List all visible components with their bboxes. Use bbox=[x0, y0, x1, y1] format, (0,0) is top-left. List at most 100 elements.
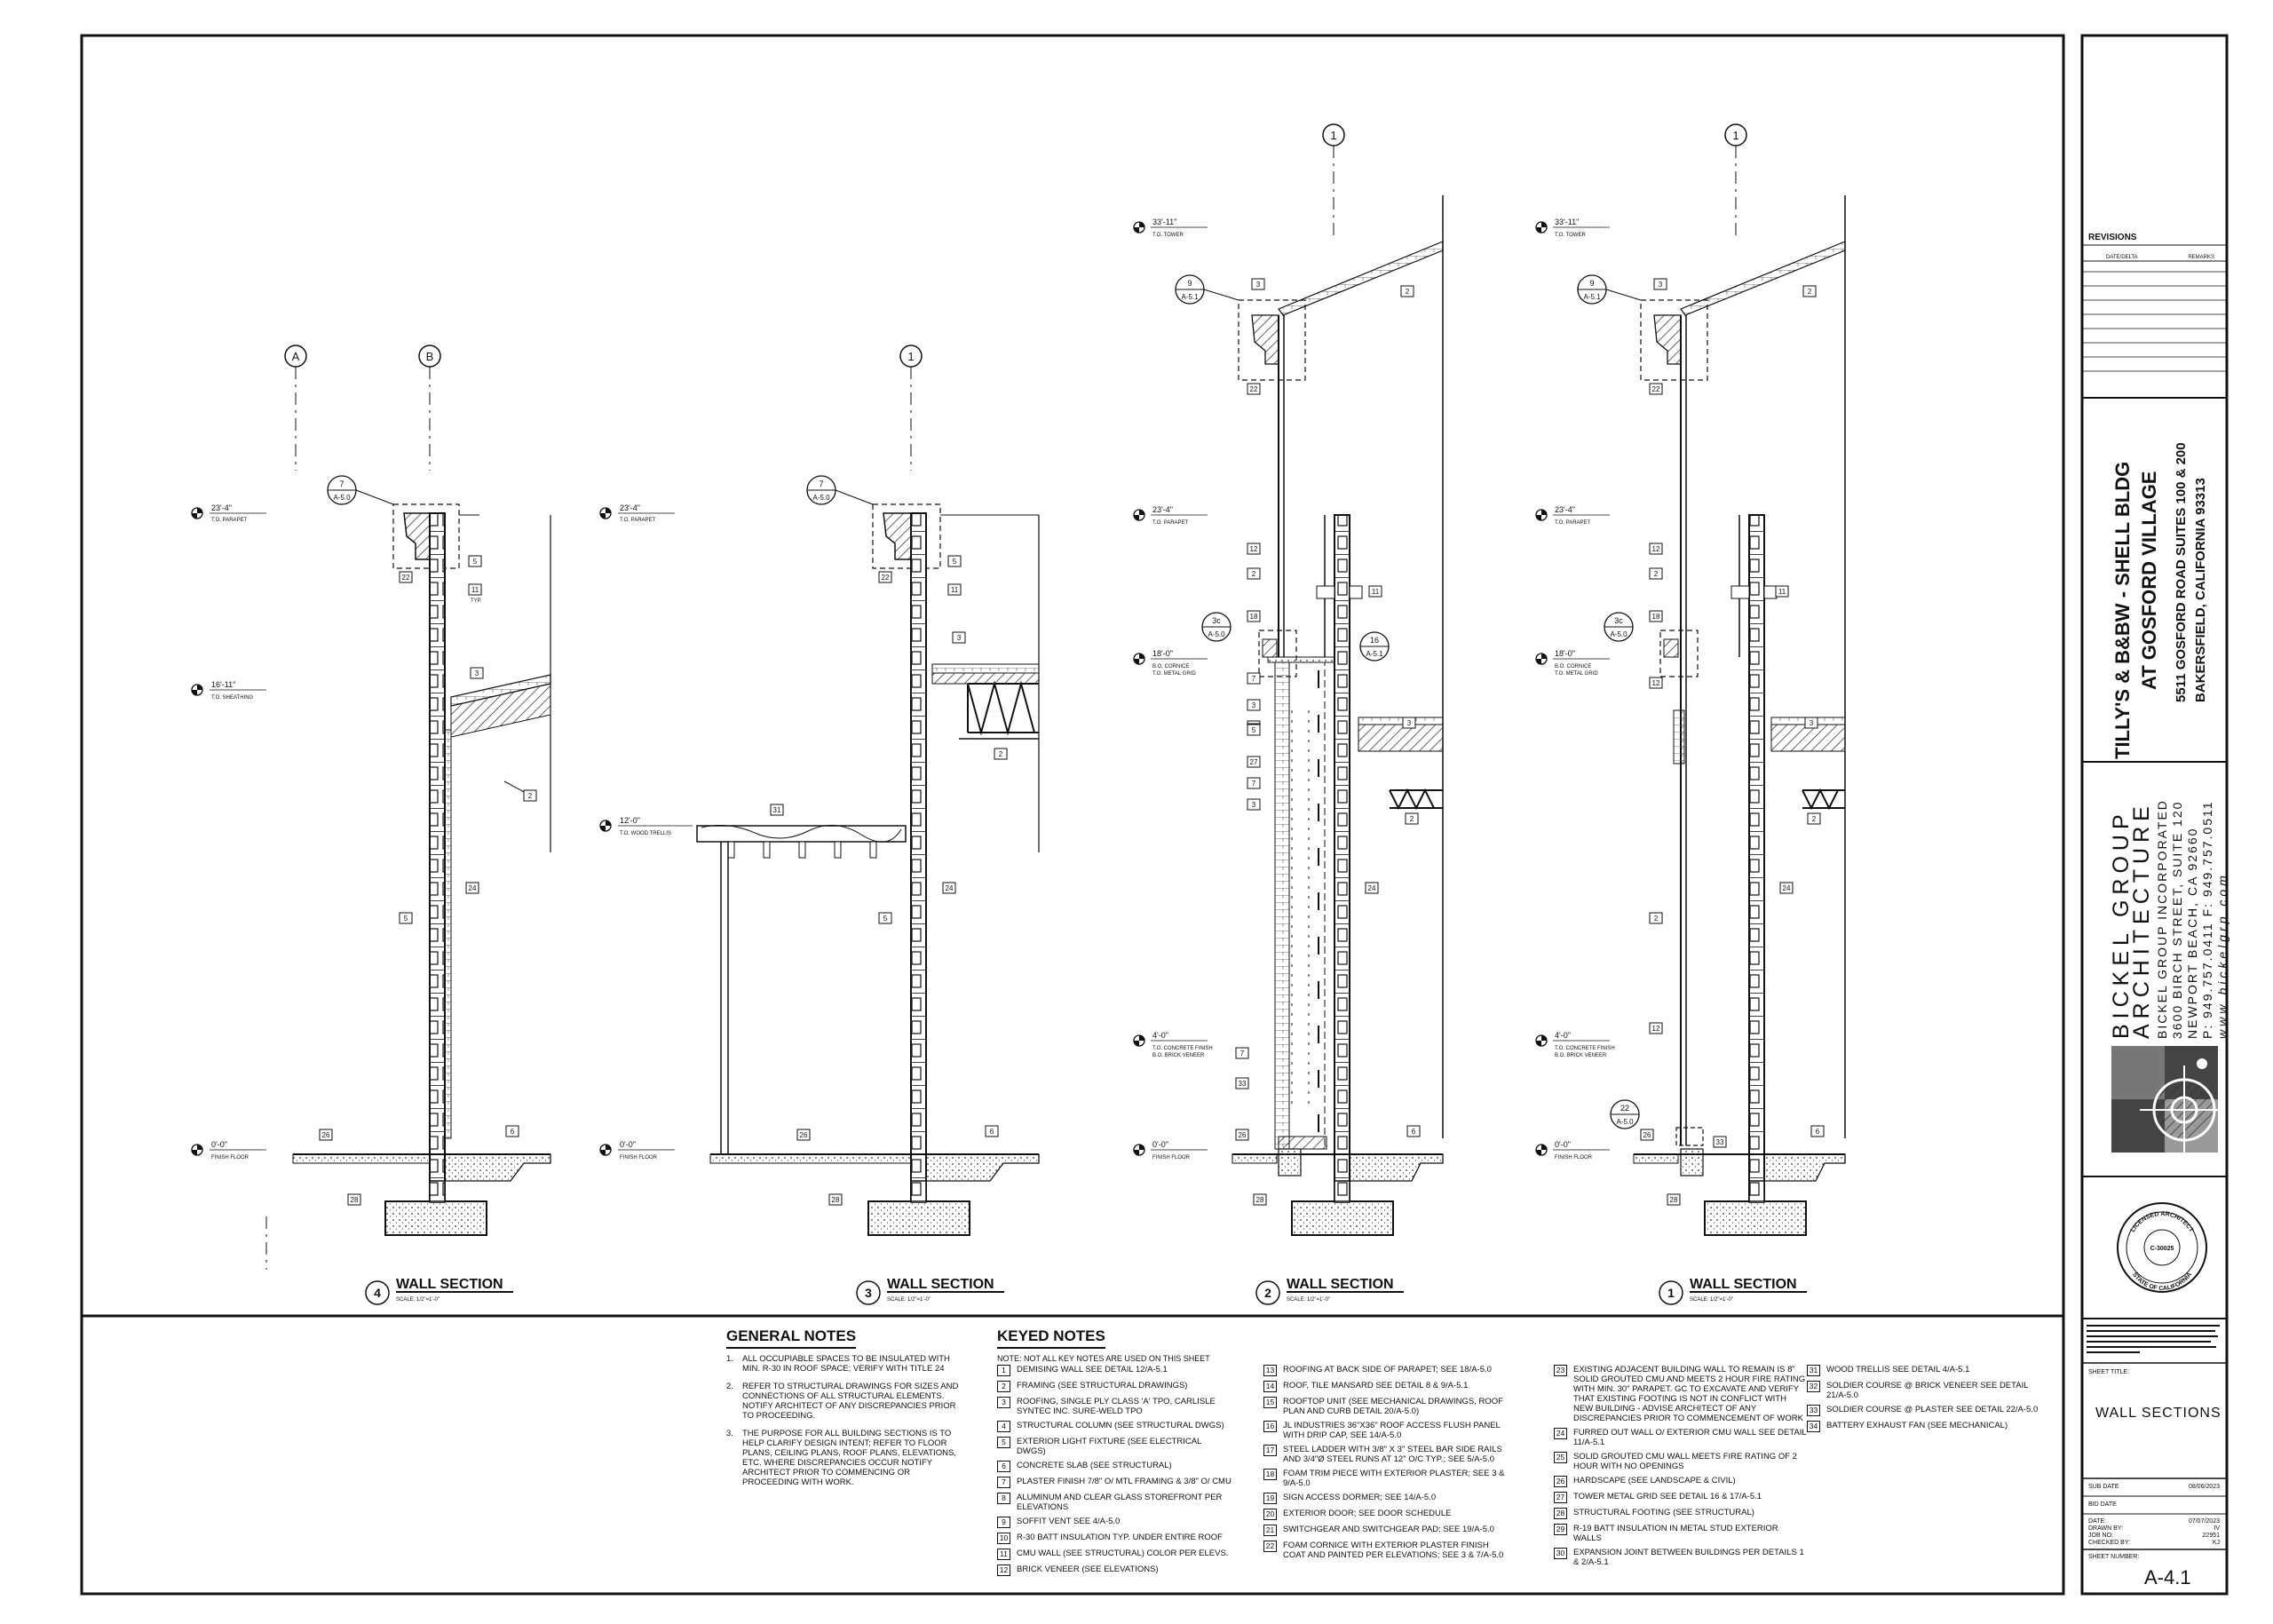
elev-floor-label-2: FINISH FLOOR bbox=[1152, 1155, 1191, 1161]
keynote-tag-26-s2: 26 bbox=[1239, 1131, 1247, 1139]
keyed-note-text: EXTERIOR DOOR; SEE DOOR SCHEDULE bbox=[1283, 1509, 1452, 1518]
keyed-note-number: 16 bbox=[1263, 1421, 1277, 1432]
keynote-tag-31: 31 bbox=[773, 806, 781, 814]
elev-parapet-3: 23'-4" bbox=[620, 503, 640, 512]
keyed-note-item: 31 WOOD TRELLIS SEE DETAIL 4/A-5.1 bbox=[1807, 1365, 2047, 1376]
keynote-tag-3-s2b: 3 bbox=[1252, 701, 1256, 709]
keyed-note-number: 33 bbox=[1807, 1405, 1820, 1416]
keyed-note-text: TOWER METAL GRID SEE DETAIL 16 & 17/A-5.… bbox=[1573, 1492, 1762, 1501]
elev-floor-label-3: FINISH FLOOR bbox=[620, 1155, 658, 1161]
keyed-note-text: FRAMING (SEE STRUCTURAL DRAWINGS) bbox=[1017, 1381, 1188, 1390]
keynote-tag-2: 2 bbox=[528, 792, 533, 800]
firm-phone: P: 949.757.0411 F: 949.757.0511 bbox=[2200, 800, 2214, 1039]
keynote-tag-22-s2: 22 bbox=[1250, 385, 1258, 393]
section-scale-1: SCALE: 1/2"=1'-0" bbox=[1690, 1297, 1733, 1303]
keynote-tag-3-s3: 3 bbox=[957, 634, 962, 642]
keynote-tag-3-s1b: 3 bbox=[1810, 719, 1814, 727]
elev-floor-2: 0'-0" bbox=[1152, 1140, 1168, 1149]
keynote-tag-12-s2: 12 bbox=[1250, 545, 1258, 553]
keyed-note-item: 18 FOAM TRIM PIECE WITH EXTERIOR PLASTER;… bbox=[1263, 1469, 1512, 1488]
keyed-note-number: 10 bbox=[997, 1533, 1010, 1544]
keyed-note-text: FOAM CORNICE WITH EXTERIOR PLASTER FINIS… bbox=[1283, 1541, 1504, 1560]
keyed-note-text: FOAM TRIM PIECE WITH EXTERIOR PLASTER; S… bbox=[1283, 1469, 1505, 1488]
section-number-3: 3 bbox=[865, 1286, 872, 1300]
keyed-note-text: ROOFTOP UNIT (SEE MECHANICAL DRAWINGS, R… bbox=[1283, 1397, 1503, 1416]
keynote-tag-28: 28 bbox=[351, 1196, 359, 1204]
keynote-tag-2-s3: 2 bbox=[999, 750, 1003, 758]
keynote-tag-22: 22 bbox=[402, 574, 410, 582]
keynote-tag-6-s3: 6 bbox=[990, 1128, 994, 1136]
keyed-note-number: 18 bbox=[1263, 1469, 1277, 1480]
detail-tag-3c-s2: 3c bbox=[1212, 616, 1221, 625]
keynote-tag-2-s1a: 2 bbox=[1808, 288, 1812, 296]
keyed-note-number: 24 bbox=[1554, 1428, 1567, 1439]
keyed-note-number: 8 bbox=[997, 1493, 1010, 1504]
keyed-note-number: 7 bbox=[997, 1477, 1010, 1488]
elev-parapet-2: 23'-4" bbox=[1152, 505, 1173, 514]
date-value: 07/07/2023 bbox=[2189, 1518, 2220, 1525]
typ-note: TYP. bbox=[471, 598, 482, 604]
keyed-note-number: 31 bbox=[1807, 1365, 1820, 1376]
keynote-tag-7-s2b: 7 bbox=[1252, 780, 1256, 788]
keynote-tag-2-s2b: 2 bbox=[1252, 570, 1256, 578]
elev-concrete-label2-1: B.O. BRICK VENEER bbox=[1555, 1053, 1607, 1058]
keyed-note-text: R-30 BATT INSULATION TYP. UNDER ENTIRE R… bbox=[1017, 1533, 1223, 1542]
keyed-notes: KEYED NOTES NOTE: NOT ALL KEY NOTES ARE … bbox=[997, 1327, 2063, 1585]
keynote-tag-11-s1: 11 bbox=[1778, 588, 1786, 596]
keynote-tag-2-s1d: 2 bbox=[1654, 915, 1659, 923]
project-name-line1: TILLY'S & B&BW - SHELL BLDG bbox=[2111, 462, 2134, 759]
sub-date: 08/06/2023 bbox=[2189, 1484, 2220, 1490]
keyed-note-number: 1 bbox=[997, 1365, 1010, 1376]
keynote-tag-5b: 5 bbox=[404, 915, 408, 923]
general-note-item: 3.THE PURPOSE FOR ALL BUILDING SECTIONS … bbox=[726, 1429, 966, 1487]
keynote-tag-3-s2d: 3 bbox=[1252, 801, 1256, 809]
elev-cornice-1: 18'-0" bbox=[1555, 649, 1575, 658]
keynote-tag-28-s2: 28 bbox=[1256, 1196, 1264, 1204]
elev-parapet-label-1: T.O. PARAPET bbox=[1555, 520, 1591, 526]
wall-section-2: 1 9 bbox=[1133, 123, 1444, 1305]
general-note-number: 1. bbox=[726, 1354, 733, 1364]
keyed-note-text: BATTERY EXHAUST FAN (SEE MECHANICAL) bbox=[1826, 1421, 2008, 1430]
wall-section-3: 1 7 A-5.0 5 22 11 bbox=[599, 345, 1040, 1305]
keynote-tag-26-s1: 26 bbox=[1643, 1131, 1651, 1139]
sheet-title-label: SHEET TITLE: bbox=[2088, 1369, 2129, 1375]
grid-label-b: B bbox=[426, 350, 434, 363]
general-note-item: 1.ALL OCCUPIABLE SPACES TO BE INSULATED … bbox=[726, 1354, 966, 1374]
elev-parapet-label-3: T.O. PARAPET bbox=[620, 518, 656, 523]
detail-tag-7-4: 7 bbox=[339, 479, 344, 488]
wall-section-4: A B 7 A-5.0 5 22 11 T bbox=[191, 345, 551, 1305]
keyed-note-text: SOLDIER COURSE @ BRICK VENEER SEE DETAIL… bbox=[1826, 1381, 2029, 1400]
elev-parapet-label-2: T.O. PARAPET bbox=[1152, 520, 1189, 526]
keyed-note-text: WOOD TRELLIS SEE DETAIL 4/A-5.1 bbox=[1826, 1365, 1970, 1374]
keynote-tag-5b-s3: 5 bbox=[883, 915, 888, 923]
grid-label-a: A bbox=[292, 350, 300, 363]
keyed-note-text: SOLDIER COURSE @ PLASTER SEE DETAIL 22/A… bbox=[1826, 1405, 2039, 1414]
keyed-note-text: ROOFING, SINGLE PLY CLASS 'A' TPO, CARLI… bbox=[1017, 1397, 1216, 1416]
elev-concrete-label1-1: T.O. CONCRETE FINISH bbox=[1555, 1046, 1615, 1051]
keyed-note-text: JL INDUSTRIES 36"X36" ROOF ACCESS FLUSH … bbox=[1283, 1421, 1501, 1440]
keyed-note-number: 29 bbox=[1554, 1524, 1567, 1535]
fine-print bbox=[2087, 1325, 2220, 1353]
elev-floor-3: 0'-0" bbox=[620, 1140, 636, 1149]
keyed-note-number: 13 bbox=[1263, 1365, 1277, 1376]
keyed-note-text: HARDSCAPE (SEE LANDSCAPE & CIVIL) bbox=[1573, 1476, 1736, 1485]
remarks-label: REMARKS bbox=[2188, 255, 2214, 260]
detail-ref-3: A-5.0 bbox=[812, 494, 830, 502]
keynote-tag-2-s1b: 2 bbox=[1654, 570, 1659, 578]
project-address-line1: 5511 GOSFORD ROAD SUITES 100 & 200 bbox=[2174, 442, 2189, 702]
bid-date-label: BID DATE bbox=[2088, 1501, 2117, 1508]
keyed-note-text: EXISTING ADJACENT BUILDING WALL TO REMAI… bbox=[1573, 1365, 1806, 1423]
elev-concrete-label1-2: T.O. CONCRETE FINISH bbox=[1152, 1046, 1213, 1051]
